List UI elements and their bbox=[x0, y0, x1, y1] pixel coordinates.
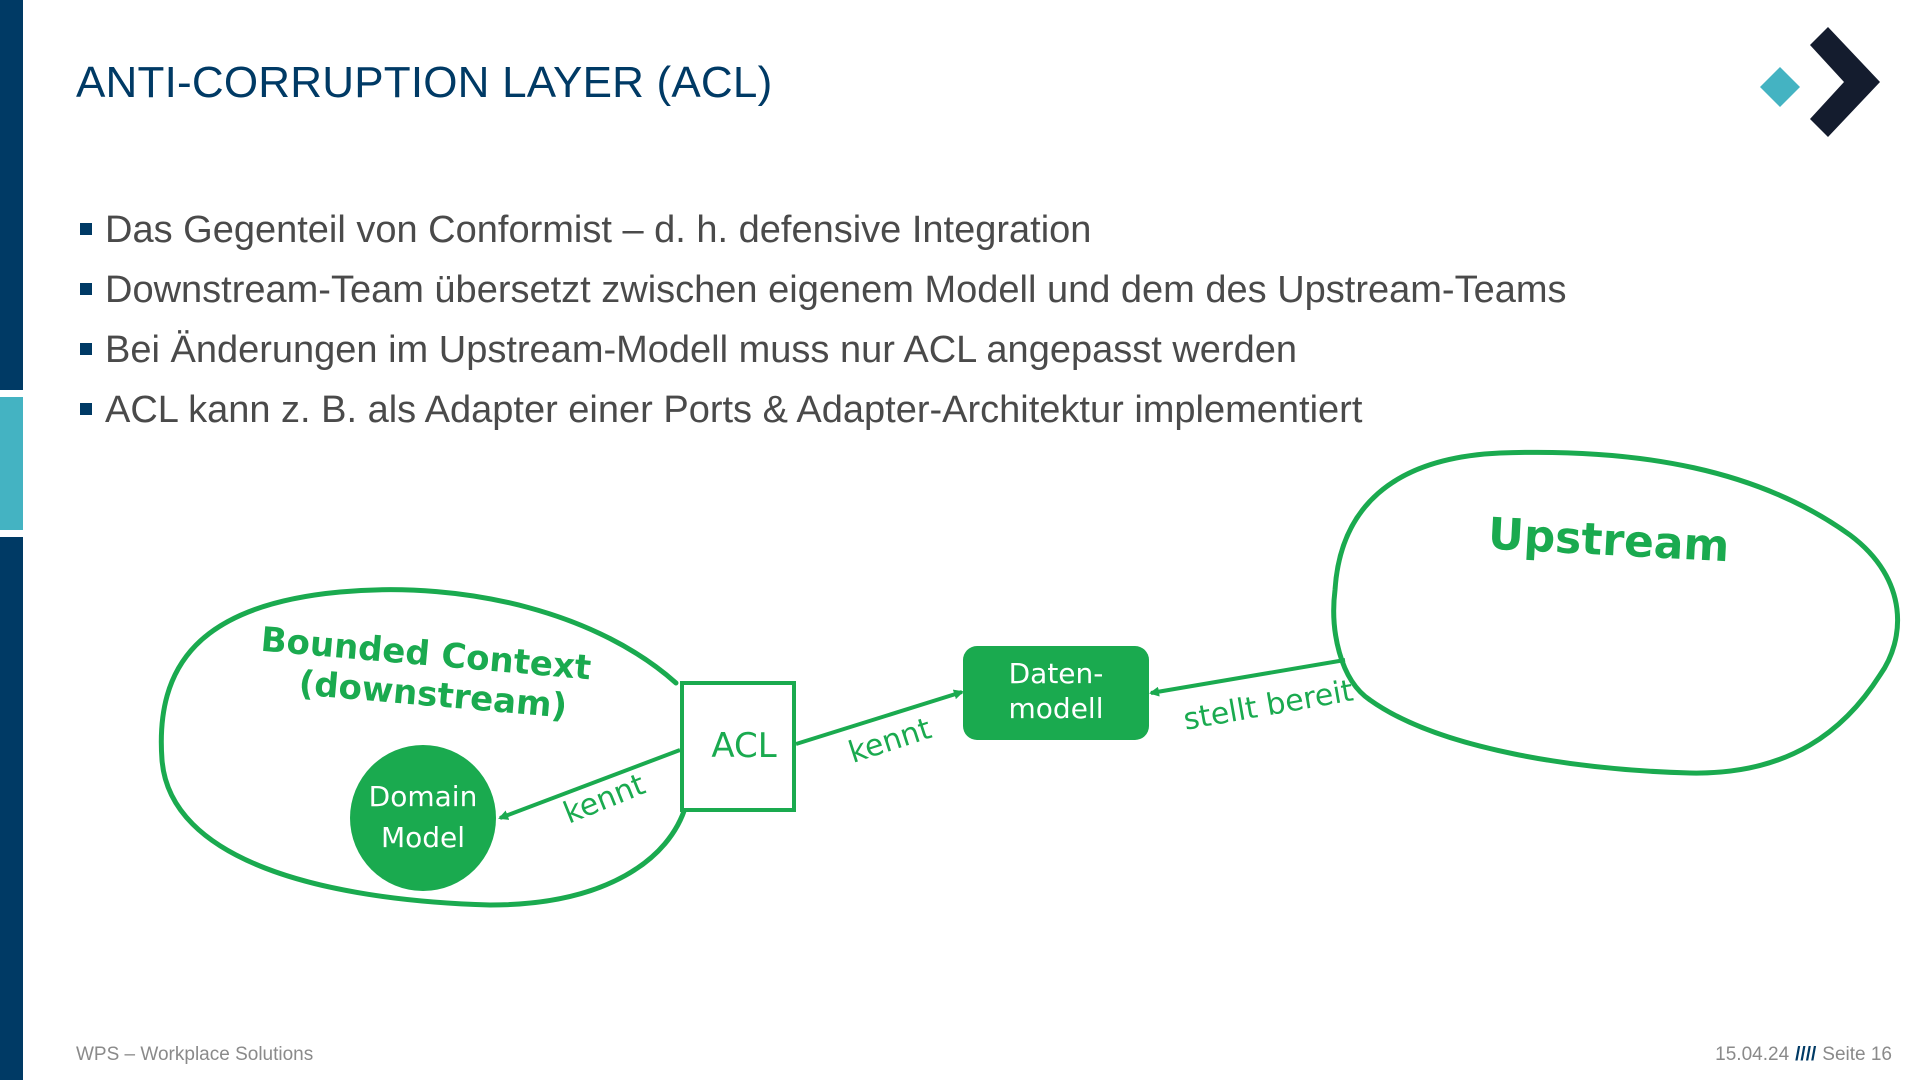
acl-box bbox=[680, 681, 796, 812]
kennt-right-label: kennt bbox=[844, 711, 935, 770]
square-bullet-icon bbox=[80, 283, 92, 295]
footer-date: 15.04.24 bbox=[1715, 1044, 1790, 1065]
side-accent-bar-top bbox=[0, 0, 23, 390]
bullet-text: Bei Änderungen im Upstream-Modell muss n… bbox=[105, 329, 1297, 371]
upstream-label: Upstream bbox=[1487, 509, 1731, 573]
downstream-context-boundary bbox=[158, 587, 689, 908]
kennt-left-label: kennt bbox=[559, 767, 651, 831]
square-bullet-icon bbox=[80, 343, 92, 355]
acl-label: ACL bbox=[711, 726, 776, 766]
domain-model-label-line2: Model bbox=[381, 821, 465, 854]
bullet-text: Downstream-Team übersetzt zwischen eigen… bbox=[105, 269, 1567, 311]
arrow-upstream-to-datenmodell bbox=[1149, 658, 1346, 697]
bullet-item: Downstream-Team übersetzt zwischen eigen… bbox=[78, 260, 1567, 320]
datenmodell-label-line2: modell bbox=[1009, 692, 1104, 725]
bullet-text: ACL kann z. B. als Adapter einer Ports &… bbox=[105, 389, 1363, 431]
datenmodell-label-line1: Daten- bbox=[1009, 657, 1104, 690]
bullet-list: Das Gegenteil von Conformist – d. h. def… bbox=[78, 200, 1567, 440]
bullet-item: ACL kann z. B. als Adapter einer Ports &… bbox=[78, 380, 1567, 440]
footer-page-number: Seite 16 bbox=[1822, 1044, 1892, 1065]
domain-model-label-line1: Domain bbox=[369, 780, 478, 813]
stellt-bereit-label: stellt bereit bbox=[1181, 673, 1356, 737]
downstream-label-line1: Bounded Context bbox=[259, 620, 593, 689]
datenmodell-box bbox=[963, 646, 1149, 740]
bullet-item: Das Gegenteil von Conformist – d. h. def… bbox=[78, 200, 1567, 260]
footer-separator: //// bbox=[1795, 1044, 1817, 1065]
square-bullet-icon bbox=[80, 403, 92, 415]
arrow-acl-to-datenmodell bbox=[795, 689, 964, 746]
upstream-context-boundary bbox=[1331, 449, 1901, 776]
arrow-acl-to-domain-model bbox=[498, 748, 681, 820]
footer-meta: 15.04.24////Seite 16 bbox=[1715, 1044, 1892, 1066]
domain-model-circle bbox=[350, 745, 496, 891]
side-accent-bar-bottom bbox=[0, 537, 23, 1080]
bullet-text: Das Gegenteil von Conformist – d. h. def… bbox=[105, 209, 1092, 251]
side-accent-bar-middle bbox=[0, 397, 23, 530]
footer-company: WPS – Workplace Solutions bbox=[76, 1044, 314, 1065]
slide-title: ANTI-CORRUPTION LAYER (ACL) bbox=[76, 58, 773, 107]
bullet-item: Bei Änderungen im Upstream-Modell muss n… bbox=[78, 320, 1567, 380]
company-logo-icon bbox=[1760, 27, 1880, 137]
downstream-label-line2: (downstream) bbox=[297, 663, 569, 726]
square-bullet-icon bbox=[80, 223, 92, 235]
